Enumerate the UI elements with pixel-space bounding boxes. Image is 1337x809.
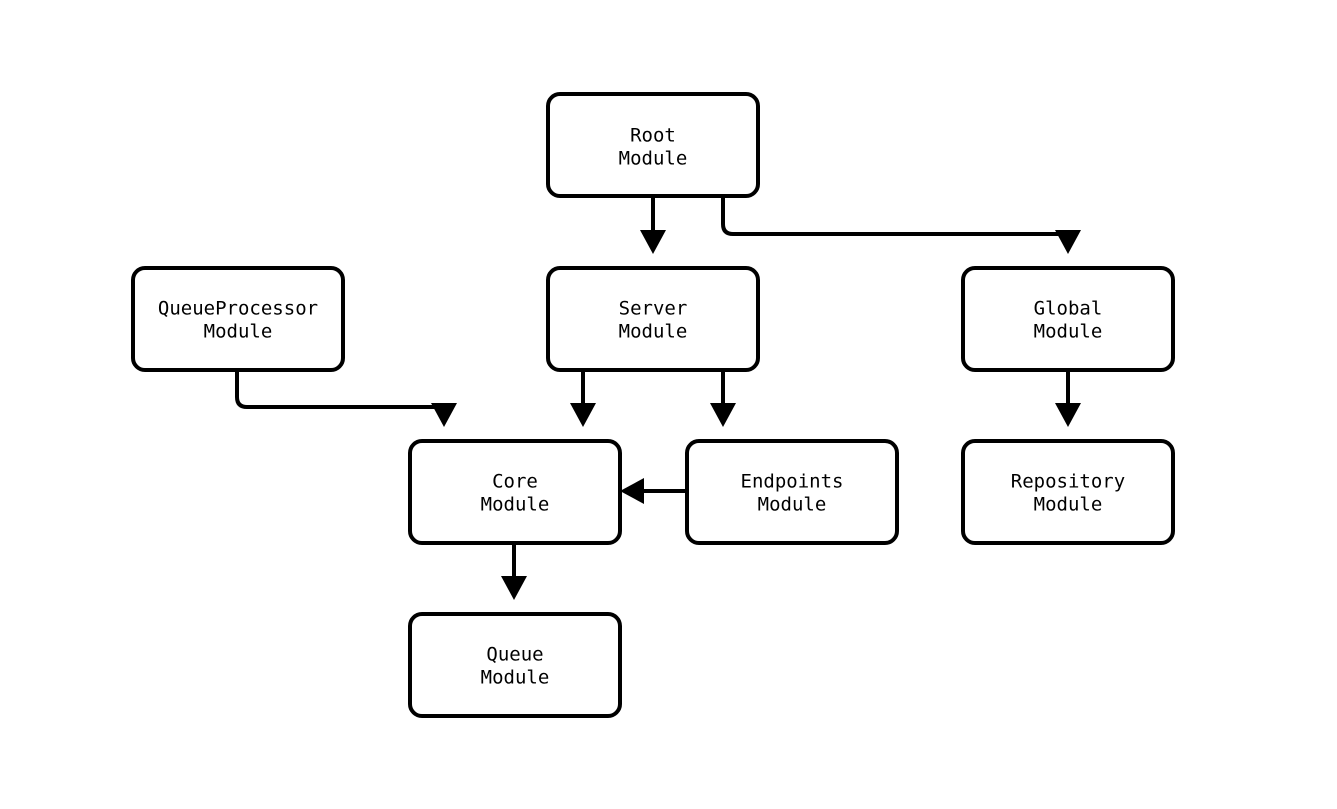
- node-queue-label-line1: Queue: [486, 644, 543, 666]
- edge-root-server: [640, 196, 666, 254]
- node-queueprocessor-label-line1: QueueProcessor: [158, 298, 318, 320]
- edge-server-core: [570, 370, 596, 427]
- node-server-box[interactable]: [546, 266, 760, 372]
- node-endpoints-label-line2: Module: [758, 494, 827, 516]
- node-global-label-line1: Global: [1034, 298, 1103, 320]
- edge-server-endpoints: [710, 370, 736, 427]
- node-root-label-line1: Root: [630, 125, 676, 147]
- node-endpoints-label-line1: Endpoints: [741, 471, 844, 493]
- node-global[interactable]: Global Module: [961, 266, 1175, 372]
- arrowhead-icon: [710, 403, 736, 427]
- edge-queueprocessor-core: [235, 370, 457, 427]
- node-queue[interactable]: Queue Module: [408, 612, 622, 718]
- node-repository-label-line1: Repository: [1011, 471, 1125, 493]
- node-root-label-line2: Module: [619, 148, 688, 170]
- node-repository-box[interactable]: [961, 439, 1175, 545]
- node-core[interactable]: Core Module: [408, 439, 622, 545]
- node-queueprocessor-box[interactable]: [131, 266, 345, 372]
- arrowhead-icon: [501, 576, 527, 600]
- node-global-box[interactable]: [961, 266, 1175, 372]
- node-server-label-line2: Module: [619, 321, 688, 343]
- edges-layer: [235, 196, 1081, 600]
- arrowhead-icon: [570, 403, 596, 427]
- edge-global-repository: [1055, 370, 1081, 427]
- edge-root-global: [721, 196, 1081, 254]
- node-endpoints-box[interactable]: [685, 439, 899, 545]
- node-core-label-line2: Module: [481, 494, 550, 516]
- node-repository[interactable]: Repository Module: [961, 439, 1175, 545]
- node-queueprocessor[interactable]: QueueProcessor Module: [131, 266, 345, 372]
- node-root-box[interactable]: [546, 92, 760, 198]
- node-server[interactable]: Server Module: [546, 266, 760, 372]
- arrowhead-icon: [620, 478, 644, 504]
- node-queue-label-line2: Module: [481, 667, 550, 689]
- node-server-label-line1: Server: [619, 298, 688, 320]
- arrowhead-icon: [1055, 403, 1081, 427]
- edge-endpoints-core: [620, 478, 687, 504]
- node-endpoints[interactable]: Endpoints Module: [685, 439, 899, 545]
- nodes-layer: Root Module QueueProcessor Module Server…: [131, 92, 1175, 718]
- node-global-label-line2: Module: [1034, 321, 1103, 343]
- arrowhead-icon: [640, 230, 666, 254]
- edge-core-queue: [501, 543, 527, 600]
- node-root[interactable]: Root Module: [546, 92, 760, 198]
- node-repository-label-line2: Module: [1034, 494, 1103, 516]
- arrowhead-icon: [1055, 230, 1081, 254]
- node-core-box[interactable]: [408, 439, 622, 545]
- node-core-label-line1: Core: [492, 471, 538, 493]
- node-queueprocessor-label-line2: Module: [204, 321, 273, 343]
- arrowhead-icon: [431, 403, 457, 427]
- node-queue-box[interactable]: [408, 612, 622, 718]
